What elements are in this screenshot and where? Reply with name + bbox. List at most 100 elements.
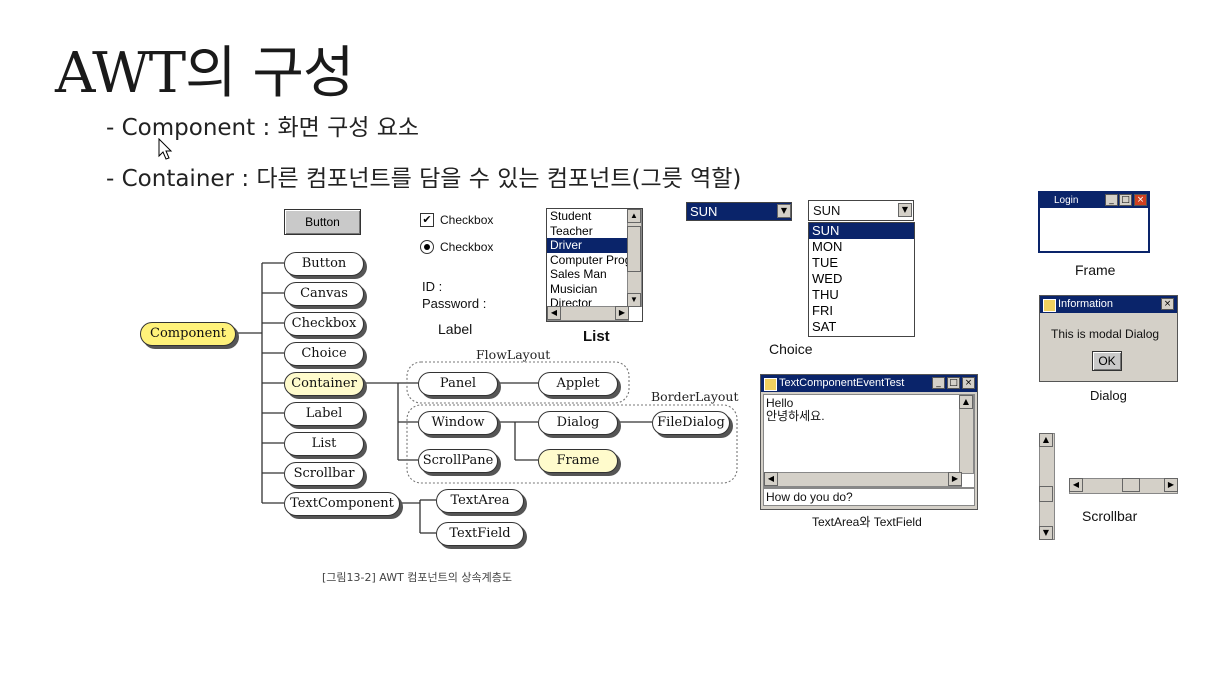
scroll-thumb[interactable] (1122, 478, 1140, 492)
radio-label: Checkbox (440, 240, 494, 254)
bullet-component: - Component : 화면 구성 요소 (106, 115, 420, 141)
figure-caption: [그림13-2] AWT 컴포넌트의 상속계층도 (322, 571, 512, 584)
textfield[interactable]: How do you do? (763, 488, 975, 506)
label-id: ID : (422, 279, 443, 294)
scroll-left-icon[interactable]: ◀ (547, 306, 561, 320)
list-item[interactable]: Musician (550, 281, 598, 296)
scroll-up-icon[interactable]: ▲ (627, 209, 641, 223)
label-password: Password : (422, 296, 487, 311)
dialog-ok-button[interactable]: OK (1092, 351, 1122, 371)
scrollbar-caption: Scrollbar (1082, 508, 1138, 524)
node-window: Window (418, 411, 498, 435)
textarea[interactable]: Hello 안녕하세요. ▲ ◀ ▶ (763, 394, 975, 488)
choice-open[interactable]: SUN ▼ (808, 200, 914, 221)
mouse-cursor-icon (158, 138, 173, 160)
list-horizontal-scrollbar[interactable]: ◀ ▶ (547, 306, 629, 321)
textcomponent-caption: TextArea와 TextField (812, 515, 922, 529)
scroll-thumb[interactable] (1039, 486, 1053, 502)
scroll-left-icon[interactable]: ◀ (1069, 478, 1083, 492)
node-textarea: TextArea (436, 489, 524, 513)
list-item[interactable]: Sales Man (550, 267, 607, 281)
textarea-line2: 안녕하세요. (766, 409, 825, 423)
close-icon[interactable]: × (1161, 298, 1174, 310)
scroll-down-icon[interactable]: ▼ (1039, 526, 1053, 540)
dropdown-arrow-icon[interactable]: ▼ (777, 204, 791, 218)
sample-dialog: Information × This is modal Dialog OK (1039, 295, 1178, 382)
minimize-icon[interactable]: _ (932, 377, 945, 389)
choice-option[interactable]: TUE (812, 255, 838, 270)
horizontal-scrollbar[interactable]: ◀ ▶ (1069, 478, 1178, 494)
java-app-icon (764, 378, 777, 391)
checkbox-checked-icon[interactable]: ✔ (420, 213, 434, 227)
node-textcomponent: TextComponent (284, 492, 400, 516)
node-canvas: Canvas (284, 282, 364, 306)
textcomponent-title: TextComponentEventTest (779, 377, 905, 389)
textarea-vscroll[interactable]: ▲ (959, 395, 974, 474)
sample-button[interactable]: Button (284, 209, 361, 235)
minimize-icon[interactable]: _ (1105, 194, 1118, 206)
node-button: Button (284, 252, 364, 276)
dialog-caption: Dialog (1090, 388, 1127, 403)
scroll-right-icon[interactable]: ▶ (948, 472, 962, 486)
node-scrollbar: Scrollbar (284, 462, 364, 486)
node-list: List (284, 432, 364, 456)
choice-closed[interactable]: SUN ▼ (686, 202, 792, 221)
list-item-selected[interactable]: Driver (547, 238, 628, 253)
close-icon[interactable]: × (1134, 194, 1147, 206)
list-caption: List (583, 328, 610, 345)
slide-title: AWT의 구성 (55, 41, 354, 106)
node-label: Label (284, 402, 364, 426)
dialog-message: This is modal Dialog (1051, 327, 1160, 341)
list-item[interactable]: Teacher (550, 223, 593, 238)
scroll-thumb[interactable] (627, 226, 641, 272)
scroll-down-icon[interactable]: ▼ (627, 293, 641, 307)
scroll-up-icon[interactable]: ▲ (1039, 433, 1053, 447)
scroll-right-icon[interactable]: ▶ (1164, 478, 1178, 492)
dropdown-arrow-icon[interactable]: ▼ (898, 203, 912, 217)
choice-option[interactable]: MON (812, 239, 843, 254)
choice-option[interactable]: THU (812, 287, 839, 302)
choice-closed-value: SUN (690, 204, 718, 219)
choice-option[interactable]: WED (812, 271, 843, 286)
textfield-value: How do you do? (766, 490, 853, 504)
scroll-left-icon[interactable]: ◀ (764, 472, 778, 486)
frame-caption: Frame (1075, 262, 1116, 278)
node-dialog: Dialog (538, 411, 618, 435)
dialog-title: Information (1058, 298, 1114, 310)
maximize-icon[interactable]: □ (947, 377, 960, 389)
list-vertical-scrollbar[interactable]: ▲ ▼ (627, 209, 642, 307)
radio-checked-icon[interactable] (420, 240, 434, 254)
choice-caption: Choice (769, 341, 813, 357)
textcomponent-window: TextComponentEventTest _ □ × Hello 안녕하세요… (760, 374, 978, 510)
textarea-hscroll[interactable]: ◀ ▶ (764, 472, 962, 487)
node-scrollpane: ScrollPane (418, 449, 498, 473)
node-applet: Applet (538, 372, 618, 396)
choice-option[interactable]: SAT (812, 319, 837, 334)
choice-options[interactable]: SUN MON TUE WED THU FRI SAT (808, 222, 915, 337)
node-choice: Choice (284, 342, 364, 366)
list-item[interactable]: Student (550, 209, 592, 223)
node-checkbox: Checkbox (284, 312, 364, 336)
node-frame: Frame (538, 449, 618, 473)
list-item[interactable]: Computer Prog (550, 252, 628, 267)
scroll-right-icon[interactable]: ▶ (615, 306, 629, 320)
node-filedialog: FileDialog (652, 411, 730, 435)
flowlayout-label: FlowLayout (476, 347, 551, 362)
node-panel: Panel (418, 372, 498, 396)
textcomponent-titlebar[interactable]: TextComponentEventTest (761, 375, 977, 392)
dialog-titlebar[interactable]: Information (1040, 296, 1177, 313)
choice-option-selected[interactable]: SUN (809, 223, 914, 239)
bullet-container: - Container : 다른 컴포넌트를 담을 수 있는 컴포넌트(그릇 역… (106, 166, 742, 192)
scroll-up-icon[interactable]: ▲ (959, 395, 973, 409)
close-icon[interactable]: × (962, 377, 975, 389)
borderlayout-label: BorderLayout (651, 389, 739, 404)
choice-option[interactable]: FRI (812, 303, 833, 318)
checkbox-label: Checkbox (440, 213, 494, 227)
maximize-icon[interactable]: □ (1119, 194, 1132, 206)
sample-list[interactable]: Student Teacher Driver Computer Prog Sal… (546, 208, 643, 322)
node-component: Component (140, 322, 236, 346)
vertical-scrollbar[interactable]: ▲ ▼ (1039, 433, 1055, 540)
java-app-icon (1043, 299, 1056, 312)
node-container: Container (284, 372, 364, 396)
